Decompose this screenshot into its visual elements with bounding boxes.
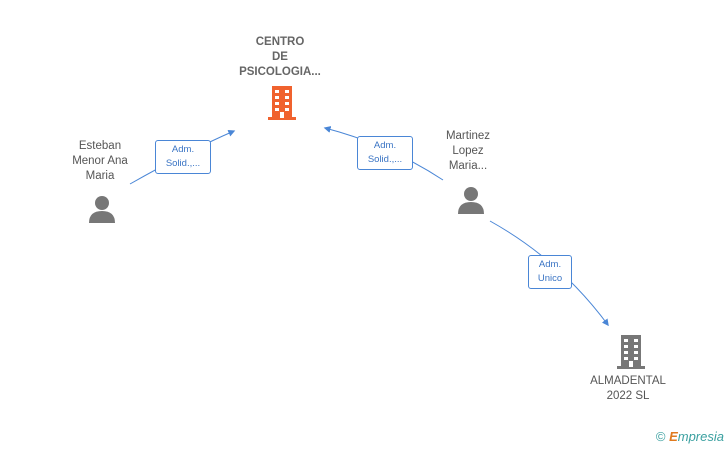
brand-initial: E <box>669 429 678 444</box>
edge-label-line-2: Unico <box>537 273 563 284</box>
empresia-logo: © Empresia <box>656 429 724 444</box>
edge-label-esteban-to-main[interactable]: Adm. Solid.,... <box>155 140 211 174</box>
edge-label-line-2: Solid.,... <box>165 158 201 169</box>
person-esteban-label[interactable]: Esteban Menor Ana Maria <box>50 139 150 184</box>
edge-label-line-1: Adm. <box>171 144 195 155</box>
edge-label-line-2: Solid.,... <box>367 154 403 165</box>
company-main-line-1: CENTRO <box>255 36 305 48</box>
person-icon[interactable] <box>86 194 118 224</box>
edge-label-martinez-to-main[interactable]: Adm. Solid.,... <box>357 136 413 170</box>
person-icon[interactable] <box>455 185 487 215</box>
person-martinez-line-3: Maria... <box>448 160 488 172</box>
company-almadental-line-1: ALMADENTAL <box>590 375 666 387</box>
edge-label-martinez-to-almadental[interactable]: Adm. Unico <box>528 255 572 289</box>
company-almadental-line-2: 2022 SL <box>606 390 650 402</box>
person-martinez-line-2: Lopez <box>452 145 484 157</box>
company-main-label[interactable]: CENTRO DE PSICOLOGIA... <box>220 35 340 80</box>
copyright-icon: © <box>655 429 666 444</box>
edge-label-line-1: Adm. <box>538 259 562 270</box>
person-esteban-line-3: Maria <box>85 170 115 182</box>
person-esteban-line-2: Menor Ana <box>72 155 128 167</box>
person-martinez-line-1: Martinez <box>445 130 491 142</box>
building-icon[interactable] <box>615 335 647 369</box>
person-martinez-label[interactable]: Martinez Lopez Maria... <box>418 129 518 174</box>
company-main-line-3: PSICOLOGIA... <box>239 66 321 78</box>
company-almadental-label[interactable]: ALMADENTAL 2022 SL <box>578 374 678 404</box>
company-main-line-2: DE <box>272 51 288 63</box>
building-icon[interactable] <box>266 86 298 120</box>
edge-label-line-1: Adm. <box>373 140 397 151</box>
brand-name: mpresia <box>677 429 724 444</box>
person-esteban-line-1: Esteban <box>78 140 122 152</box>
